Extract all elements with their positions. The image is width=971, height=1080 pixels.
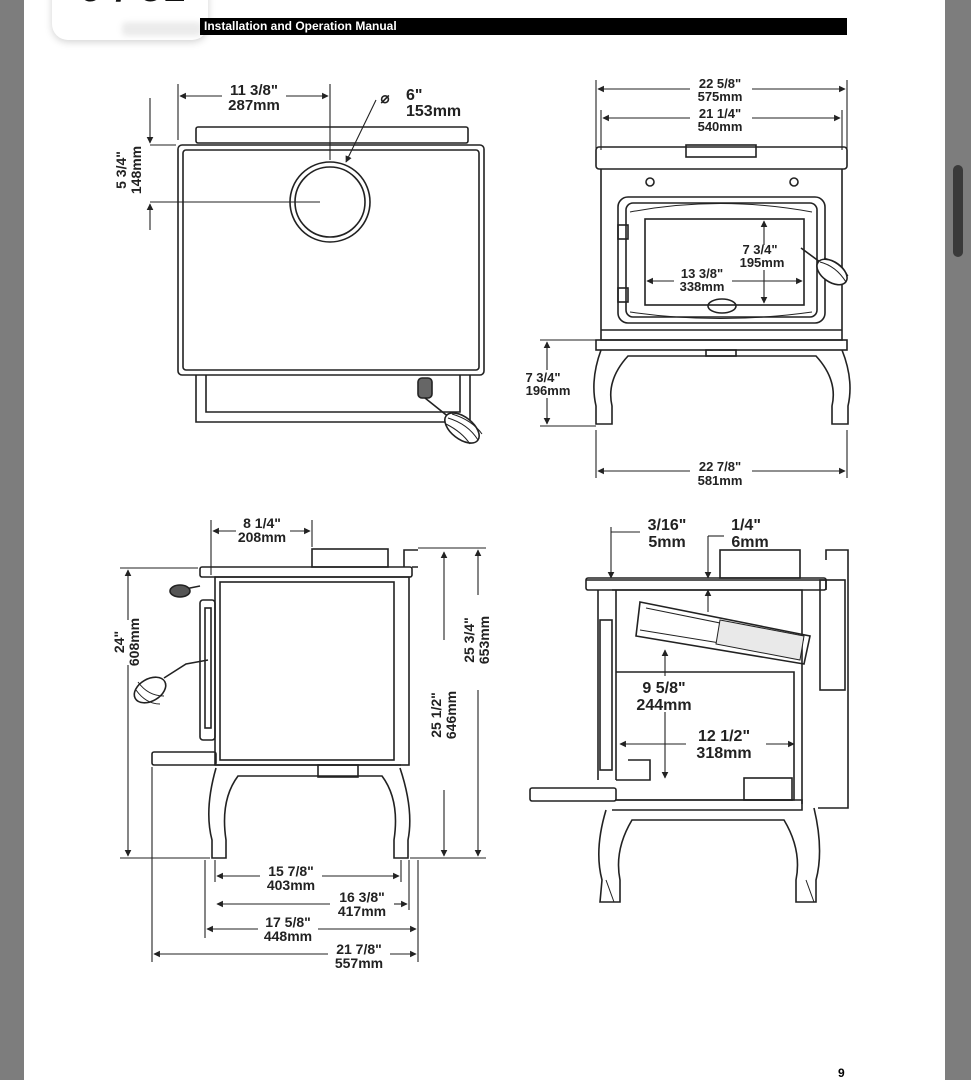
dim-depth-2-mm: 448mm <box>264 928 312 944</box>
flue-diameter-symbol: ⌀ <box>380 90 389 107</box>
dim-fire-depth-in: 12 1/2" <box>698 728 750 745</box>
dim-front-top-outer-in: 22 5/8" <box>699 76 741 91</box>
dim-flue-in: 6" <box>406 87 422 104</box>
dimension-labels: 11 3/8" 287mm ⌀ 6" 153mm 5 3/4" 148mm 22… <box>111 76 784 971</box>
dim-base-width-mm: 581mm <box>698 473 743 488</box>
page-indicator-text: 9 / 51 <box>80 0 186 11</box>
dim-flue-mm: 153mm <box>406 103 461 120</box>
top-view-drawing <box>177 126 485 445</box>
dim-gap-b-in: 1/4" <box>731 517 761 534</box>
dim-front-top-inner-mm: 540mm <box>698 119 743 134</box>
section-view-drawing <box>529 549 849 903</box>
dim-total-depth-in: 21 7/8" <box>336 941 382 957</box>
page-number: 9 <box>838 1066 845 1080</box>
dim-gap-a-in: 3/16" <box>648 517 687 534</box>
dim-height-rear-in: 25 1/2" <box>428 692 444 738</box>
dim-flue-offset-mm: 208mm <box>238 529 286 545</box>
page-indicator: 9 / 51 <box>52 0 208 40</box>
dim-leg-height-mm: 196mm <box>526 383 571 398</box>
dim-front-top-outer-mm: 575mm <box>698 89 743 104</box>
header-logo-blur <box>122 22 202 36</box>
dim-leg-span-mm: 403mm <box>267 877 315 893</box>
manual-header-bar: Installation and Operation Manual <box>200 18 847 35</box>
dim-top-depth-in: 5 3/4" <box>113 151 129 189</box>
dim-depth-2-in: 17 5/8" <box>265 914 311 930</box>
dim-fire-depth-mm: 318mm <box>696 745 751 762</box>
dim-gap-b-mm: 6mm <box>731 534 768 551</box>
dim-body-depth-mm: 417mm <box>338 903 386 919</box>
dim-top-width-in: 11 3/8" <box>230 82 278 99</box>
dim-gap-a-mm: 5mm <box>648 534 685 551</box>
dim-fire-height-mm: 244mm <box>636 697 691 714</box>
side-view-drawing <box>133 548 418 859</box>
dim-height-front-in: 24" <box>111 631 127 653</box>
dim-height-total-in: 25 3/4" <box>461 617 477 663</box>
dim-height-total-mm: 653mm <box>476 616 492 664</box>
dim-flue-offset-in: 8 1/4" <box>243 515 281 531</box>
dim-glass-height-mm: 195mm <box>740 255 785 270</box>
dim-leg-span-in: 15 7/8" <box>268 863 314 879</box>
dim-body-depth-in: 16 3/8" <box>339 889 385 905</box>
manual-header-title: Installation and Operation Manual <box>204 19 397 33</box>
dim-height-front-mm: 608mm <box>126 618 142 666</box>
dim-leg-height-in: 7 3/4" <box>525 370 560 385</box>
dim-front-top-inner-in: 21 1/4" <box>699 106 741 121</box>
dim-glass-width-in: 13 3/8" <box>681 266 723 281</box>
section-view-dimension-lines <box>607 527 795 779</box>
front-view-dimension-lines <box>540 80 848 478</box>
side-view-dimension-lines <box>120 520 486 962</box>
front-view-drawing <box>593 144 851 425</box>
dim-fire-height-in: 9 5/8" <box>642 680 685 697</box>
dim-top-depth-mm: 148mm <box>128 146 144 194</box>
scrollbar-thumb[interactable] <box>953 165 963 257</box>
dim-glass-height-in: 7 3/4" <box>742 242 777 257</box>
top-view-dimension-lines <box>146 84 377 230</box>
dim-glass-width-mm: 338mm <box>680 279 725 294</box>
dim-total-depth-mm: 557mm <box>335 955 383 971</box>
dim-base-width-in: 22 7/8" <box>699 459 741 474</box>
dim-height-rear-mm: 646mm <box>443 691 459 739</box>
dim-top-width-mm: 287mm <box>228 97 280 114</box>
